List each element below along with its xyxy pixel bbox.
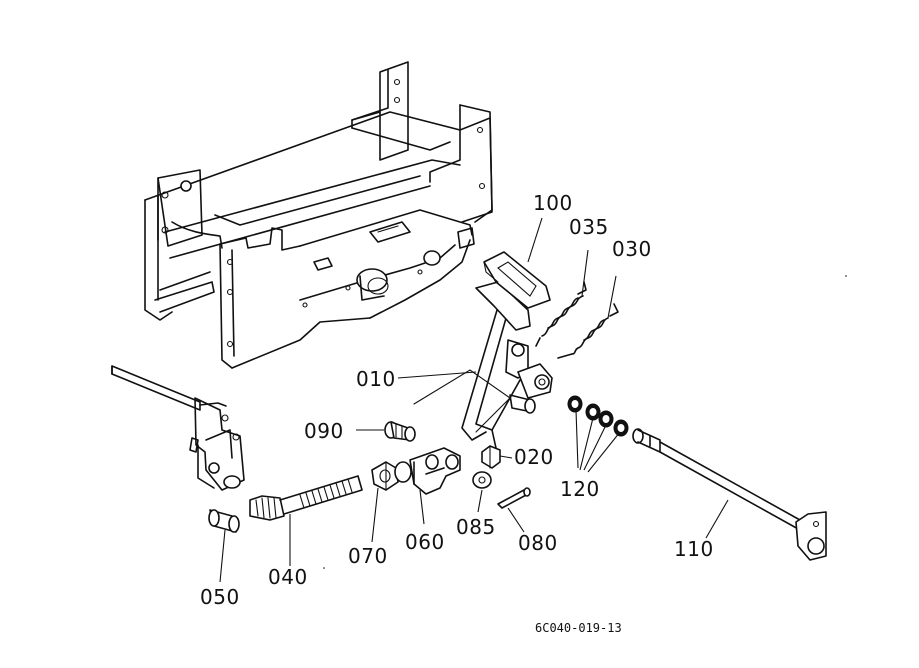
part-110-shaft bbox=[632, 428, 827, 561]
callout-050: 050 bbox=[200, 585, 240, 609]
part-085-washer bbox=[472, 471, 492, 489]
part-120-washers bbox=[567, 395, 629, 437]
callout-030: 030 bbox=[612, 237, 652, 261]
callout-labels: 010 020 030 035 040 050 060 070 080 085 … bbox=[200, 191, 714, 609]
part-030-spring bbox=[557, 303, 619, 359]
callout-010: 010 bbox=[356, 367, 396, 391]
part-100-pedal-pad bbox=[475, 251, 551, 331]
callout-070: 070 bbox=[348, 544, 388, 568]
callout-100: 100 bbox=[533, 191, 573, 215]
callout-120: 120 bbox=[560, 477, 600, 501]
speck bbox=[323, 567, 325, 569]
part-040-threaded-rod bbox=[249, 475, 363, 521]
speck bbox=[845, 275, 847, 277]
part-050-pin bbox=[208, 509, 240, 533]
callout-060: 060 bbox=[405, 530, 445, 554]
callout-110: 110 bbox=[674, 537, 714, 561]
callout-085: 085 bbox=[456, 515, 496, 539]
frame-assembly bbox=[111, 61, 493, 411]
callout-035: 035 bbox=[569, 215, 609, 239]
callout-040: 040 bbox=[268, 565, 308, 589]
callout-090: 090 bbox=[304, 419, 344, 443]
left-linkage bbox=[189, 397, 245, 491]
part-070-nut bbox=[371, 461, 399, 491]
callout-020: 020 bbox=[514, 445, 554, 469]
diagram-reference-code: 6C040-019-13 bbox=[535, 621, 622, 635]
callout-080: 080 bbox=[518, 531, 558, 555]
part-020-nut bbox=[481, 445, 501, 469]
part-010-pedal-arm bbox=[413, 299, 553, 449]
part-090-bolt bbox=[384, 421, 416, 442]
leader-lines bbox=[219, 217, 729, 583]
part-035-spring bbox=[535, 281, 587, 347]
part-060-clevis bbox=[394, 447, 461, 495]
part-080-cotter-pin bbox=[497, 487, 531, 509]
